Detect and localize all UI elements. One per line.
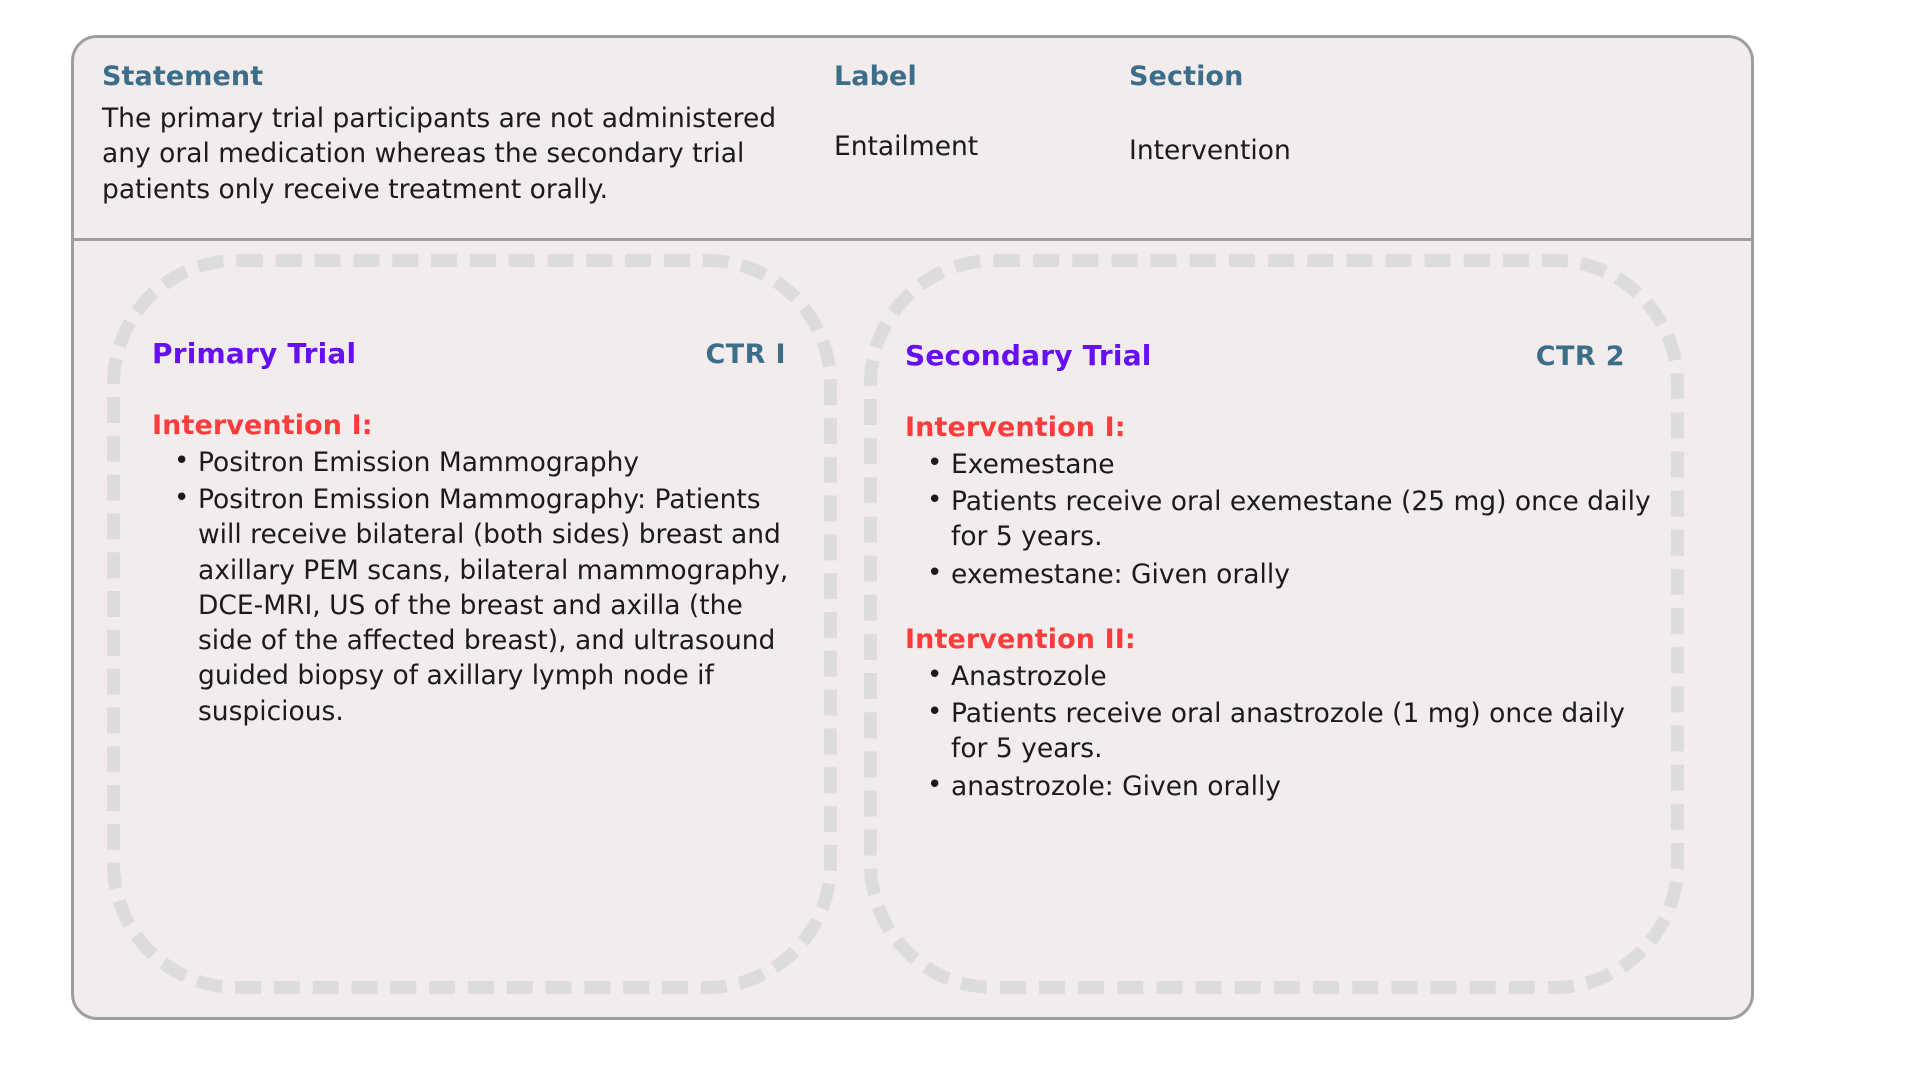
secondary-trial-content: Secondary Trial CTR 2 Intervention I: Ex… <box>877 267 1671 806</box>
label-column: Label Entailment <box>834 62 1094 164</box>
list-item: Patients receive oral anastrozole (1 mg)… <box>927 695 1655 766</box>
label-heading: Label <box>834 61 917 92</box>
statement-heading: Statement <box>102 61 264 92</box>
primary-trial-interventions: Intervention I: Positron Emission Mammog… <box>152 410 804 729</box>
metadata-header: Statement The primary trial participants… <box>74 38 1751 241</box>
secondary-trial-box: Secondary Trial CTR 2 Intervention I: Ex… <box>864 254 1684 994</box>
secondary-trial-ctr-tag: CTR 2 <box>1535 341 1625 372</box>
secondary-trial-interventions: Intervention I: Exemestane Patients rece… <box>905 412 1655 804</box>
primary-trial-ctr-tag: CTR I <box>705 339 786 370</box>
list-item: anastrozole: Given orally <box>927 768 1655 804</box>
intervention-heading: Intervention I: <box>152 410 373 441</box>
list-item: Positron Emission Mammography <box>174 444 804 480</box>
intervention-item-list: Exemestane Patients receive oral exemest… <box>905 446 1655 592</box>
intervention-heading: Intervention I: <box>905 412 1126 443</box>
statement-text: The primary trial participants are not a… <box>102 102 777 206</box>
list-item: exemestane: Given orally <box>927 556 1655 592</box>
intervention-item-list: Positron Emission Mammography Positron E… <box>152 444 804 729</box>
list-item: Positron Emission Mammography: Patients … <box>174 481 804 729</box>
label-value: Entailment <box>834 130 979 162</box>
section-column: Section Intervention <box>1129 62 1509 168</box>
trials-body: Primary Trial CTR I Intervention I: Posi… <box>74 241 1751 1017</box>
intervention-heading: Intervention II: <box>905 623 1136 655</box>
secondary-trial-header: Secondary Trial CTR 2 <box>905 339 1655 372</box>
primary-trial-box: Primary Trial CTR I Intervention I: Posi… <box>107 254 837 994</box>
statement-column: Statement The primary trial participants… <box>102 62 822 208</box>
list-item: Patients receive oral exemestane (25 mg)… <box>927 483 1655 554</box>
intervention-item-list: Anastrozole Patients receive oral anastr… <box>905 658 1655 804</box>
list-item: Anastrozole <box>927 658 1655 694</box>
section-value: Intervention <box>1129 134 1291 166</box>
list-item: Exemestane <box>927 446 1655 482</box>
primary-trial-content: Primary Trial CTR I Intervention I: Posi… <box>120 267 824 731</box>
secondary-trial-name: Secondary Trial <box>905 339 1152 372</box>
primary-trial-header: Primary Trial CTR I <box>152 337 804 370</box>
primary-trial-name: Primary Trial <box>152 337 357 370</box>
comparison-card: Statement The primary trial participants… <box>71 35 1754 1020</box>
section-heading: Section <box>1129 61 1244 92</box>
